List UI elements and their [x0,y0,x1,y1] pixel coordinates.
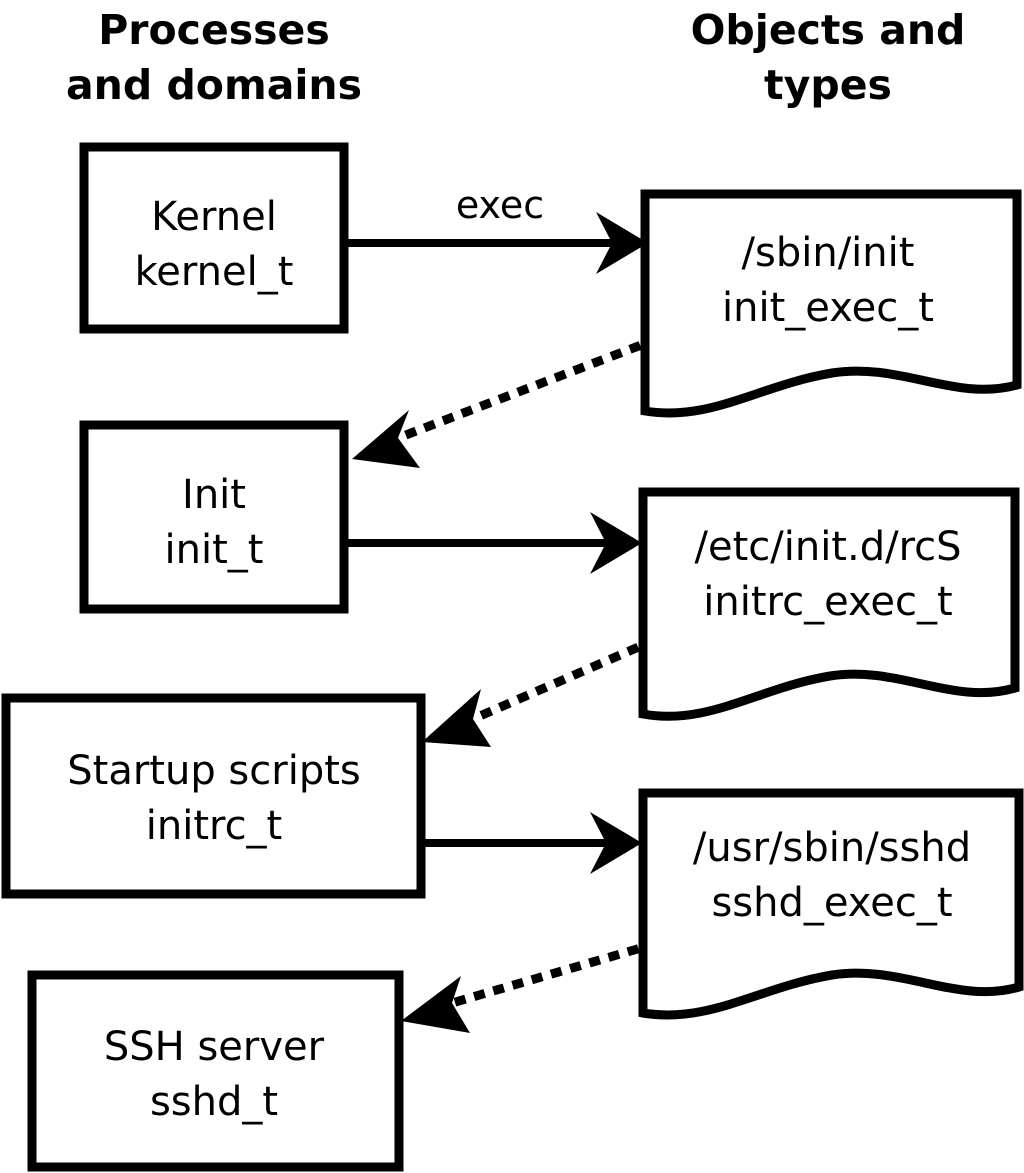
edge-initrc-exec-sshd_exec [425,812,642,874]
node-sshd-exec-file[interactable]: /usr/sbin/sshd sshd_exec_t [638,788,1024,1020]
arrowhead-icon [596,212,648,274]
node-init-exec-type: init_exec_t [722,285,934,331]
node-init-type: init_t [165,527,264,573]
node-ssh-server[interactable]: SSH server sshd_t [27,970,404,1172]
column-header-processes-line2: and domains [66,61,362,109]
node-initrc-exec-type: initrc_exec_t [703,579,952,625]
node-startup-scripts-type: initrc_t [146,803,283,849]
edge-sshd_exec-transition-sshd [401,944,640,1033]
node-init-exec-file[interactable]: /sbin/init init_exec_t [640,189,1022,418]
column-header-processes-line1: Processes [98,6,330,54]
edge-line [446,944,640,1009]
arrowhead-icon [401,976,470,1033]
column-header-objects: Objects and types [691,6,966,109]
node-ssh-server-name: SSH server [104,1024,325,1070]
node-kernel-name: Kernel [151,194,277,240]
node-initrc-exec-path: /etc/init.d/rcS [694,524,961,570]
node-sshd-exec-type: sshd_exec_t [711,880,952,926]
node-init-name: Init [182,472,246,518]
node-ssh-server-type: sshd_t [150,1079,278,1125]
node-init-exec-path: /sbin/init [742,230,915,276]
node-startup-scripts-box[interactable] [1,693,426,899]
node-init-box[interactable] [79,420,349,614]
arrowhead-icon [422,689,491,747]
node-sshd-exec-document-shape[interactable] [638,788,1024,1020]
column-header-processes: Processes and domains [66,6,362,109]
node-startup-scripts-name: Startup scripts [67,748,360,794]
node-kernel-type: kernel_t [135,249,294,295]
edge-init-exec-initrc_exec [348,512,642,574]
edge-label-exec: exec [456,183,544,227]
node-kernel-box[interactable] [79,142,349,334]
arrowhead-icon [352,410,420,468]
edge-line [467,643,640,725]
edge-initrc_exec-transition-initrc [422,643,640,747]
node-sshd-exec-path: /usr/sbin/sshd [693,825,971,871]
node-ssh-server-box[interactable] [27,970,404,1172]
node-kernel[interactable]: Kernel kernel_t [79,142,349,334]
arrowhead-icon [590,812,642,874]
edge-init_exec-transition-init [352,341,642,468]
node-init[interactable]: Init init_t [79,420,349,614]
node-initrc-exec-file[interactable]: /etc/init.d/rcS initrc_exec_t [638,487,1020,721]
edge-line [392,341,642,444]
column-header-objects-line1: Objects and [691,6,966,54]
node-init-exec-document-shape[interactable] [640,189,1022,418]
node-startup-scripts[interactable]: Startup scripts initrc_t [1,693,426,899]
edge-kernel-exec-init_exec: exec [348,183,648,274]
node-initrc-exec-document-shape[interactable] [638,487,1020,721]
column-header-objects-line2: types [764,61,892,109]
arrowhead-icon [590,512,642,574]
